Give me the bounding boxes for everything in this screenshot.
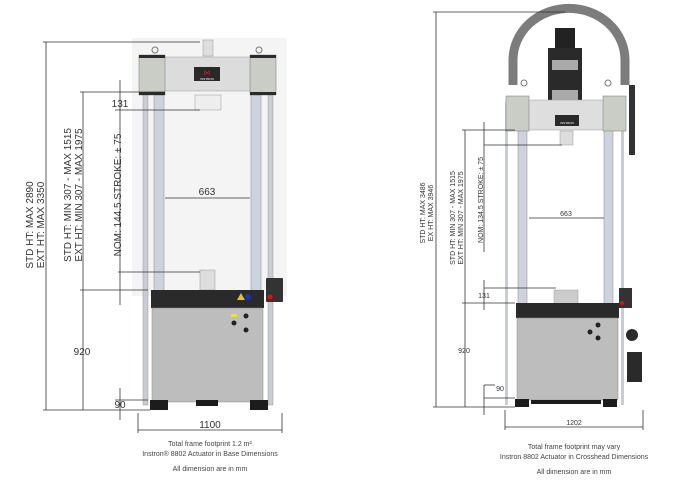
right-caption-title: Instron 8802 Actuator in Crosshead Dimen… <box>500 454 649 461</box>
crosshead-left-block <box>138 54 166 96</box>
lifting-eye-icon <box>604 79 612 87</box>
indicator-light <box>231 314 237 317</box>
lifting-eye-icon <box>255 46 263 54</box>
dimension-label: EX HT: MAX 3946 <box>428 185 435 242</box>
right-caption-units: All dimension are in mm <box>537 469 612 476</box>
left-caption-title: Instron® 8802 Actuator in Base Dimension… <box>142 450 278 458</box>
grip-lower <box>553 289 579 305</box>
base-cabinet <box>516 317 619 401</box>
hydraulic-manifold <box>627 352 642 382</box>
grip-upper <box>559 130 574 146</box>
right-caption-footprint: Total frame footprint may vary <box>528 444 621 451</box>
svg-text:⋈: ⋈ <box>204 70 211 77</box>
base-top <box>151 290 264 308</box>
left-dimensions: STD HT: MAX 2890 EXT HT: MAX 3350 STD HT… <box>25 41 283 473</box>
dimension-label: 1100 <box>199 420 221 431</box>
base-cabinet <box>151 307 264 403</box>
dimension-label: 1202 <box>566 420 582 427</box>
left-machine: ⋈ INSTRON <box>132 38 287 410</box>
dimension-label: INSTRON <box>560 121 574 125</box>
dimension-label: EXT HT: MIN 307 - MAX 1975 <box>458 171 465 264</box>
left-column <box>153 94 165 292</box>
dimension-label: 90 <box>496 386 504 393</box>
instron-logo: INSTRON <box>555 115 579 126</box>
dimension-label: 920 <box>458 348 470 355</box>
dimension-label: 663 <box>199 187 216 198</box>
left-column <box>517 129 528 306</box>
dimension-label: 663 <box>560 211 572 218</box>
dimension-label: 131 <box>478 293 490 300</box>
servo-valve <box>555 28 575 48</box>
accumulator <box>626 329 638 341</box>
grip-upper <box>194 94 222 111</box>
dimension-label: EXT HT: MIN 307 - MAX 1975 <box>74 128 85 262</box>
estop-reset-button <box>245 294 251 300</box>
lifting-eye-icon <box>151 46 159 54</box>
dimension-label: EXT HT: MAX 3350 <box>36 181 47 268</box>
crosshead-right-block <box>249 54 277 96</box>
control-pendant <box>619 288 632 308</box>
right-machine: INSTRON <box>505 3 642 407</box>
foot <box>515 399 529 407</box>
left-caption-footprint: Total frame footprint 1.2 m² <box>168 441 252 448</box>
foot <box>250 400 268 410</box>
hydraulic-hose <box>508 3 630 85</box>
lifting-eye-icon <box>520 79 528 87</box>
right-column <box>250 94 262 292</box>
left-caption-units: All dimension are in mm <box>173 466 248 473</box>
right-dimensions: STD HT: MAX 3486 EX HT: MAX 3946 STD HT:… <box>420 11 649 476</box>
dimension-label: STD HT: MAX 2890 <box>25 181 36 269</box>
dimension-label: INSTRON <box>200 77 214 81</box>
load-cell-top <box>202 39 214 57</box>
right-outer-rod <box>267 94 274 406</box>
foot <box>603 399 617 407</box>
base-top <box>516 303 619 318</box>
dimension-label: NOM: 134.5 STROKE: ± 75 <box>478 157 485 243</box>
foot <box>150 400 168 410</box>
actuator-rod <box>199 269 216 291</box>
dimension-label: NOM: 144.5 STROKE: ± 75 <box>113 133 124 256</box>
dimension-label: 131 <box>112 99 129 110</box>
dimension-label: 920 <box>74 347 91 358</box>
foot <box>196 400 218 406</box>
dimension-label: STD HT: MAX 3486 <box>420 182 427 243</box>
left-outer-rod <box>142 94 149 406</box>
dimension-label: STD HT: MIN 307 - MAX 1515 <box>63 128 74 262</box>
warning-icon <box>237 293 245 300</box>
crosshead-left-block <box>505 95 530 132</box>
crosshead-right-block <box>602 95 627 132</box>
right-column <box>603 129 614 306</box>
dimension-label: STD HT: MIN 307 - MAX 1515 <box>450 171 457 265</box>
dimension-label: 90 <box>114 400 126 411</box>
instron-logo: ⋈ INSTRON <box>194 67 220 81</box>
